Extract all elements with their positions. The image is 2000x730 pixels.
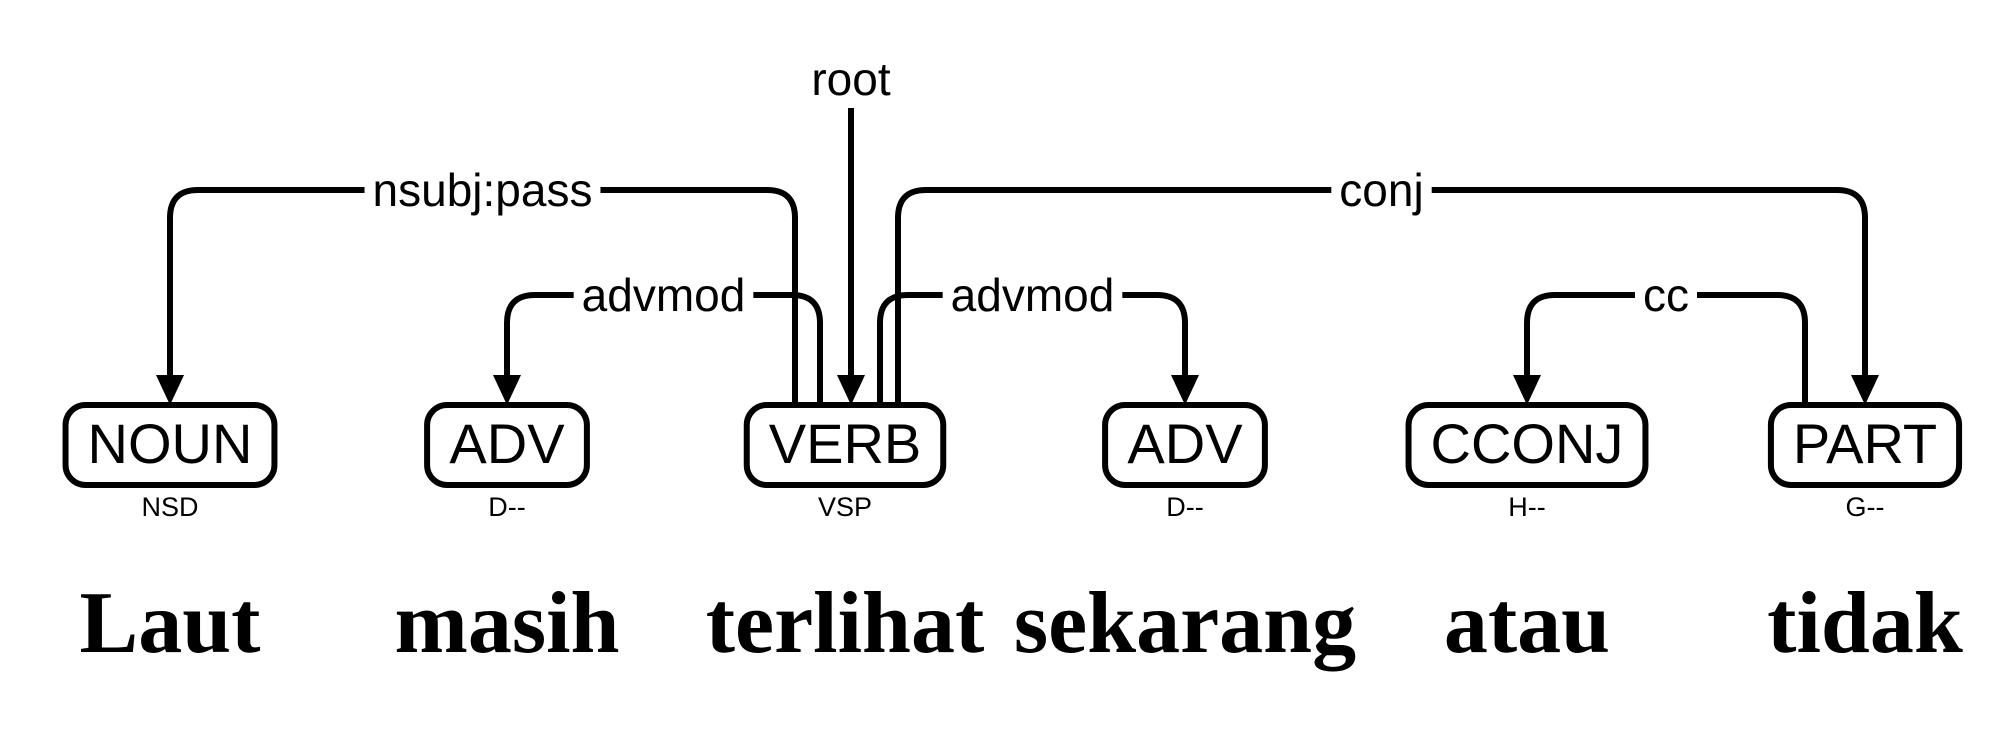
word: atau <box>1444 575 1610 672</box>
dep-arc-advmod: advmod <box>493 269 823 405</box>
token-terlihat: VERB VSP terlihat <box>706 402 985 672</box>
feats-label: D-- <box>488 492 525 522</box>
arc-label-bg <box>1331 168 1432 212</box>
pos-tag: NOUN <box>88 412 253 475</box>
word: terlihat <box>706 575 985 672</box>
arrowhead-icon <box>156 375 184 405</box>
arc-label-bg <box>1635 273 1697 317</box>
arc-label: root <box>811 53 890 105</box>
arc-label-bg <box>573 273 754 317</box>
token-masih: ADV D-- masih <box>395 402 620 672</box>
arrowhead-icon <box>493 375 521 405</box>
arrowhead-icon <box>837 375 865 405</box>
word: Laut <box>80 575 261 672</box>
arrowhead-icon <box>1851 375 1879 405</box>
word: tidak <box>1767 575 1963 672</box>
token-tidak: PART G-- tidak <box>1767 402 1963 672</box>
feats-label: G-- <box>1846 492 1885 522</box>
feats-label: D-- <box>1166 492 1203 522</box>
token-atau: CCONJ H-- atau <box>1405 402 1649 672</box>
pos-tag: VERB <box>769 412 922 475</box>
feats-label: NSD <box>141 492 198 522</box>
feats-label: VSP <box>818 492 872 522</box>
word: masih <box>395 575 620 672</box>
pos-box <box>424 402 590 488</box>
dep-arc-nsubj:pass: nsubj:pass <box>156 164 798 405</box>
dep-arc-cc: cc <box>1513 269 1808 405</box>
pos-tag: PART <box>1793 412 1937 475</box>
pos-tag: CCONJ <box>1431 412 1624 475</box>
pos-box <box>1102 402 1268 488</box>
word: sekarang <box>1014 575 1356 672</box>
arrowhead-icon <box>1513 375 1541 405</box>
arc-label-bg <box>364 168 601 212</box>
arc-label: cc <box>1643 269 1689 321</box>
dep-arc-advmod: advmod <box>877 269 1199 405</box>
token-Laut: NOUN NSD Laut <box>62 402 278 672</box>
dep-arc-root: root <box>803 53 899 405</box>
pos-box <box>743 402 947 488</box>
pos-box <box>1405 402 1649 488</box>
token-sekarang: ADV D-- sekarang <box>1014 402 1356 672</box>
arrowhead-icon <box>1171 375 1199 405</box>
arc-label-bg <box>803 57 899 101</box>
dep-arc-conj: conj <box>895 164 1879 405</box>
arc-label: advmod <box>582 269 746 321</box>
arc-label-bg <box>942 273 1123 317</box>
pos-tag: ADV <box>1127 412 1243 475</box>
feats-label: H-- <box>1508 492 1545 522</box>
arc-label: conj <box>1339 164 1423 216</box>
arc-label: advmod <box>951 269 1115 321</box>
pos-tag: ADV <box>449 412 565 475</box>
arc-label: nsubj:pass <box>373 164 593 216</box>
pos-box <box>1767 402 1963 488</box>
pos-box <box>62 402 278 488</box>
